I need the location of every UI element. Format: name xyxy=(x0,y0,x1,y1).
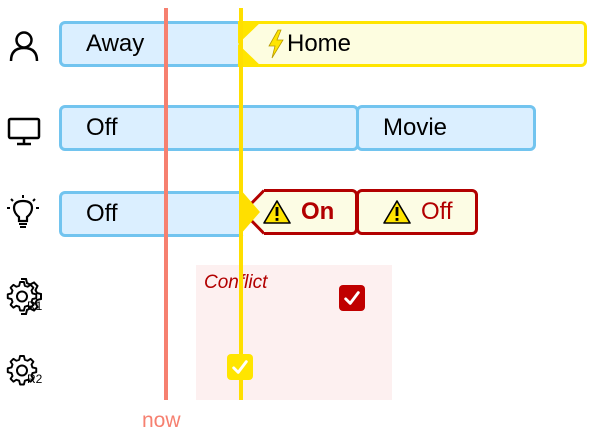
rule2-checkmark[interactable] xyxy=(227,354,253,380)
light-bar-on-arrow xyxy=(240,189,264,235)
user-bar-away[interactable]: Away xyxy=(59,21,243,67)
home-bar-arrow xyxy=(238,21,262,67)
selected-time-line[interactable] xyxy=(239,8,243,400)
check-icon xyxy=(344,291,360,305)
display-bar-off-label: Off xyxy=(86,114,118,141)
rule2-sub-label: R2 xyxy=(27,372,43,386)
light-bar-off-2-label: Off xyxy=(421,198,453,225)
light-bar-off-2[interactable]: Off xyxy=(356,189,478,235)
warning-icon xyxy=(383,200,411,224)
light-bar-on[interactable]: On xyxy=(240,189,358,235)
display-bar-off[interactable]: Off xyxy=(59,105,359,151)
user-bar-away-label: Away xyxy=(86,30,145,57)
conflict-label: Conflict xyxy=(204,272,268,293)
rule1-checkmark[interactable] xyxy=(339,285,365,311)
gear-icon xyxy=(6,278,46,318)
gear-icon xyxy=(6,352,46,392)
light-bar-on-label: On xyxy=(301,198,335,225)
check-icon xyxy=(232,360,248,374)
monitor-icon xyxy=(6,110,46,150)
warning-icon xyxy=(263,200,291,224)
lightbulb-icon xyxy=(6,194,46,234)
user-bar-home-label: Home xyxy=(287,30,352,57)
now-line[interactable] xyxy=(164,8,168,400)
display-bar-movie[interactable]: Movie xyxy=(356,105,536,151)
person-icon xyxy=(6,27,46,67)
display-bar-movie-label: Movie xyxy=(383,114,448,141)
rule1-sub-label: R1 xyxy=(27,299,43,313)
lightning-icon xyxy=(267,29,285,59)
light-bar-off[interactable]: Off xyxy=(59,191,245,237)
light-bar-off-label: Off xyxy=(86,200,118,227)
now-label: now xyxy=(142,409,181,432)
user-bar-home[interactable]: Home xyxy=(238,21,587,67)
